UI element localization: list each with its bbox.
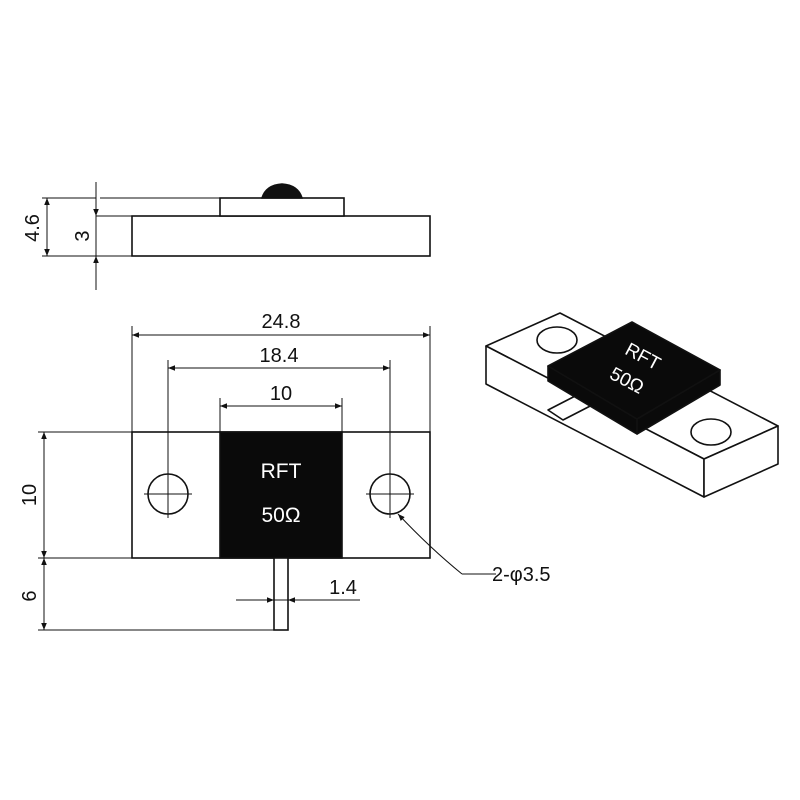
hole-callout-label: 2-φ3.5 (492, 564, 551, 586)
front-view (38, 326, 496, 631)
dim-base-height-label: 3 (72, 230, 94, 241)
front-chip (219, 431, 343, 559)
front-chip-label-line1: RFT (261, 460, 302, 483)
dim-height-label: 10 (19, 484, 41, 506)
side-chip-layer (219, 197, 345, 217)
iso-hole-left (536, 326, 578, 354)
dim-total-height-label: 4.6 (22, 214, 44, 242)
dim-chip-width-label: 10 (270, 383, 292, 405)
iso-hole-right (690, 418, 732, 446)
side-view (42, 182, 431, 290)
iso-view (485, 312, 779, 498)
iso-chip-top (547, 321, 721, 420)
dim-lead-length-label: 6 (19, 590, 41, 601)
dim-lead-width-label: 1.4 (329, 577, 357, 599)
dim-overall-width-label: 24.8 (262, 311, 301, 333)
side-base-plate (131, 215, 431, 257)
side-solder-bump (260, 183, 304, 199)
iso-flange-side (703, 425, 779, 498)
front-chip-label-line2: 50Ω (261, 504, 300, 527)
front-lead (273, 557, 289, 631)
dim-hole-spacing-label: 18.4 (260, 345, 299, 367)
